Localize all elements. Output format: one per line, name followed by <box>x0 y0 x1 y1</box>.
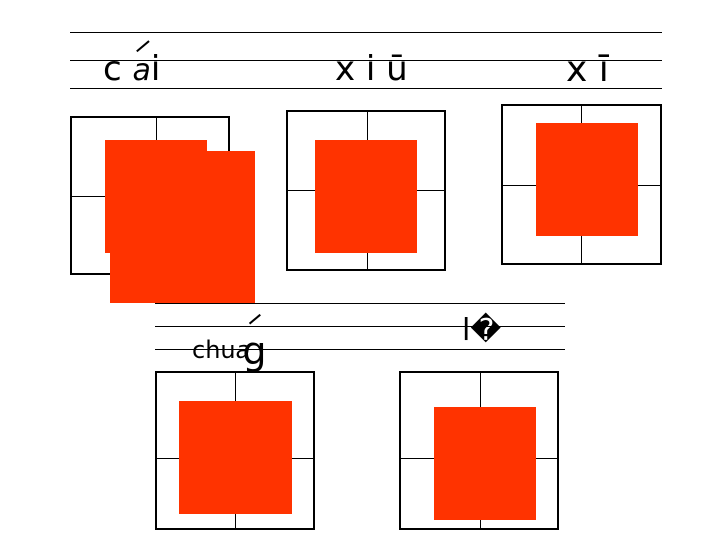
pinyin-letter-a: a <box>235 336 251 364</box>
tone-mark-chuang <box>248 313 261 325</box>
pinyin-xi: x ī <box>566 49 609 90</box>
pinyin-line-top-2 <box>70 60 662 61</box>
pinyin-line-bottom-1 <box>155 303 565 304</box>
pinyin-line-bottom-3 <box>155 349 565 350</box>
pinyin-chu: chu <box>192 336 236 364</box>
pinyin-xiu: x i ū <box>335 49 408 89</box>
pinyin-chuang: chuag <box>192 326 274 370</box>
pinyin-letter-g: g <box>242 329 267 373</box>
pinyin-letter-a: a <box>132 53 151 88</box>
pinyin-line-top-1 <box>70 32 662 33</box>
pinyin-line-top-3 <box>70 88 662 89</box>
character-placeholder-5 <box>434 407 536 520</box>
pinyin-cai: c ai <box>103 52 160 86</box>
pinyin-line-bottom-2 <box>155 326 565 327</box>
pinyin-letter-i: i <box>150 49 161 89</box>
pinyin-letter-c: c <box>103 49 122 89</box>
character-placeholder-3 <box>536 123 638 236</box>
character-placeholder-4 <box>179 401 292 514</box>
tone-mark-cai <box>136 40 150 52</box>
character-placeholder-2 <box>315 140 417 253</box>
pinyin-l-word: l� <box>462 313 502 348</box>
character-placeholder-1b <box>110 151 255 303</box>
